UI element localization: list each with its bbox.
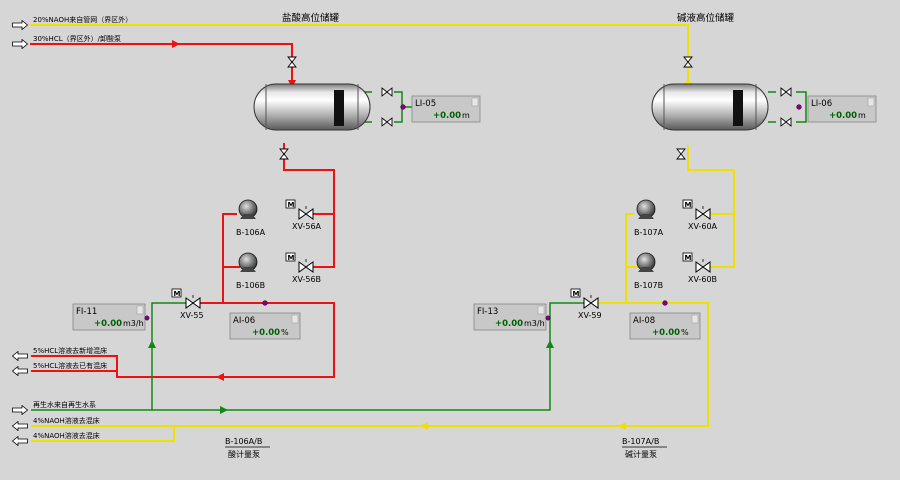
stream-label-hcl-in: 30%HCL（界区外）/卸酸泵 [33,34,121,43]
motor-icon: M [685,254,692,262]
acid-flow-arrow [172,40,180,48]
valve-xv60a[interactable]: M [682,199,711,220]
acid-storage-tank[interactable] [253,83,406,131]
level-gauge-icon [733,90,743,126]
valve-xv60b[interactable]: M [682,252,711,273]
stream-label-naoh-out-1: 4%NAOH溶液去混床 [33,416,100,425]
stream-label-water-in: 再生水来自再生水系 [33,400,96,409]
valve-xv59[interactable]: M [570,288,599,309]
water-flow-arrow [148,340,156,348]
analyzer-ai08[interactable]: AI-08 +0.00 % [629,312,701,340]
motor-icon: M [174,290,181,298]
connection-point [545,315,551,321]
valve-label: XV-60B [688,275,717,284]
valve-xv56b[interactable]: M [285,252,314,273]
pump-b106b[interactable] [238,252,258,272]
valve-xv55[interactable]: M [171,288,201,309]
indicator-unit: m3/h [123,319,144,328]
valve-label: XV-56A [292,222,322,231]
indicator-value: +0.00 [252,328,280,338]
stream-label-naoh-in: 20%NAOH来自管网（界区外） [33,15,132,24]
caustic-flow-arrow [420,422,428,430]
pump-b106a[interactable] [238,199,258,219]
valve-label: XV-59 [578,311,602,320]
indicator-value: +0.00 [495,319,523,329]
connection-point [796,104,802,110]
indicator-unit: m3/h [524,319,545,328]
stream-label-naoh-out-2: 4%NAOH溶液去混床 [33,431,100,440]
motor-icon: M [685,201,692,209]
valve-label: XV-55 [180,311,204,320]
indicator-value: +0.00 [433,111,461,121]
pump-b107b[interactable] [636,252,656,272]
valve-label: XV-60A [688,222,718,231]
indicator-unit: % [681,328,689,337]
caustic-flow-arrow [618,422,626,430]
acid-tank-title: 盐酸高位储罐 [282,12,340,24]
stream-label-hcl-out-1: 5%HCL溶液去新增混床 [33,346,107,355]
indicator-name: AI-08 [633,316,655,326]
motor-icon: M [573,290,580,298]
caustic-meter-pump-code: B-107A/B [622,437,659,446]
water-flow-arrow [546,340,554,348]
pump-label: B-106B [236,281,265,290]
flow-indicator-fi13[interactable]: FI-13 +0.00 m3/h [473,303,547,331]
indicator-name: LI-06 [811,99,832,109]
level-indicator-li06[interactable]: LI-06 +0.00 m [807,95,877,123]
acid-flow-arrow [216,373,224,381]
indicator-value: +0.00 [829,111,857,121]
indicator-unit: m [462,111,470,120]
connection-point [400,104,406,110]
water-lines [31,91,807,411]
indicator-name: FI-13 [477,307,498,317]
stream-label-hcl-out-2: 5%HCL溶液去已有混床 [33,361,107,370]
water-flow-arrow [220,406,228,414]
motor-icon: M [288,201,295,209]
caustic-meter-pump-name: 碱计量泵 [625,449,657,459]
connection-point [144,315,150,321]
valve-label: XV-56B [292,275,321,284]
indicator-name: FI-11 [76,307,97,317]
acid-meter-pump-code: B-106A/B [225,437,262,446]
motor-icon: M [288,254,295,262]
analyzer-ai06[interactable]: AI-06 +0.00 % [229,312,301,340]
indicator-name: AI-06 [233,316,255,326]
valve-xv56a[interactable]: M [285,199,314,220]
indicator-value: +0.00 [652,328,680,338]
indicator-unit: % [281,328,289,337]
flow-indicator-fi11[interactable]: FI-11 +0.00 m3/h [72,303,146,331]
indicator-value: +0.00 [94,319,122,329]
level-indicator-li05[interactable]: LI-05 +0.00 m [411,95,481,123]
pump-b107a[interactable] [636,199,656,219]
connection-point [262,300,268,306]
pump-label: B-107A [634,228,664,237]
acid-meter-pump-name: 酸计量泵 [228,449,260,459]
level-gauge-icon [334,90,344,126]
indicator-name: LI-05 [415,99,436,109]
pump-label: B-106A [236,228,266,237]
pump-label: B-107B [634,281,663,290]
caustic-tank-title: 碱液高位储罐 [677,12,735,24]
indicator-unit: m [858,111,866,120]
acid-lines [30,43,335,378]
caustic-storage-tank[interactable] [651,83,802,131]
connection-point [662,300,668,306]
